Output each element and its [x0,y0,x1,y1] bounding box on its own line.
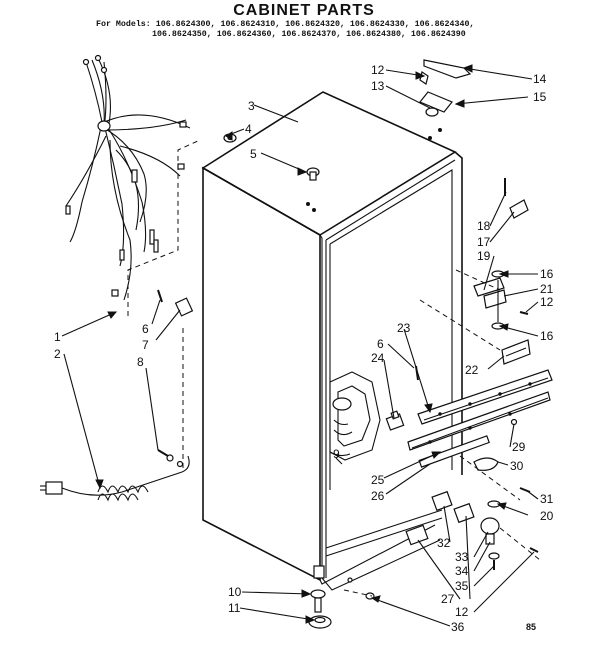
diagram-title: CABINET PARTS [233,2,375,19]
callout-30: 30 [510,459,524,473]
callout-11: 11 [228,601,241,615]
callout-36: 36 [451,620,465,634]
callout-12-mid: 12 [540,295,554,309]
callout-35: 35 [455,579,469,593]
callout-32: 32 [437,536,451,550]
callout-25: 25 [371,473,385,487]
callout-6-right: 6 [377,337,384,351]
callout-16-upper: 16 [540,267,554,281]
callout-7: 7 [142,338,149,352]
callout-10: 10 [228,585,242,599]
callout-labels: 3 4 5 1 2 6 7 8 12 13 14 15 18 17 19 15 … [54,63,554,634]
callout-15: 15 [533,90,547,104]
callout-3: 3 [248,99,255,113]
model-list-line-1: For Models: 106.8624300, 106.8624310, 10… [96,20,475,29]
callout-18: 18 [477,219,491,233]
callout-14: 14 [533,72,547,86]
power-cord [40,454,190,502]
callout-16-lower: 16 [540,329,554,343]
cabinet-shell [201,91,463,591]
callout-19: 19 [477,249,491,263]
callout-21: 21 [540,282,554,296]
callout-17: 17 [477,235,491,249]
callout-20: 20 [540,509,554,523]
callout-31: 31 [540,492,554,506]
callout-13: 13 [371,79,385,93]
callout-12-bottom: 12 [455,605,469,619]
callout-5: 5 [250,147,257,161]
callout-2: 2 [54,347,61,361]
wiring-harness [65,54,191,301]
callout-34: 34 [455,564,469,578]
callout-22: 22 [465,363,479,377]
callout-1: 1 [54,330,61,344]
callout-24: 24 [371,351,385,365]
model-list-line-2: 106.8624350, 106.8624360, 106.8624370, 1… [152,30,466,39]
callout-33: 33 [455,550,469,564]
leader-lines [61,67,539,627]
callout-26: 26 [371,489,385,503]
callout-27: 27 [441,592,455,606]
callout-9: 9 [333,447,340,461]
inner-compartment [329,371,405,465]
arrow-heads [95,64,509,624]
callout-8: 8 [137,355,144,369]
shelf-rails [407,339,553,468]
callout-23: 23 [397,321,411,335]
page-code: 85 [526,622,536,632]
hardware-parts [157,59,539,629]
callout-12-top: 12 [371,63,385,77]
callout-6-left: 6 [142,322,149,336]
callout-29: 29 [512,440,526,454]
callout-4: 4 [245,122,252,136]
